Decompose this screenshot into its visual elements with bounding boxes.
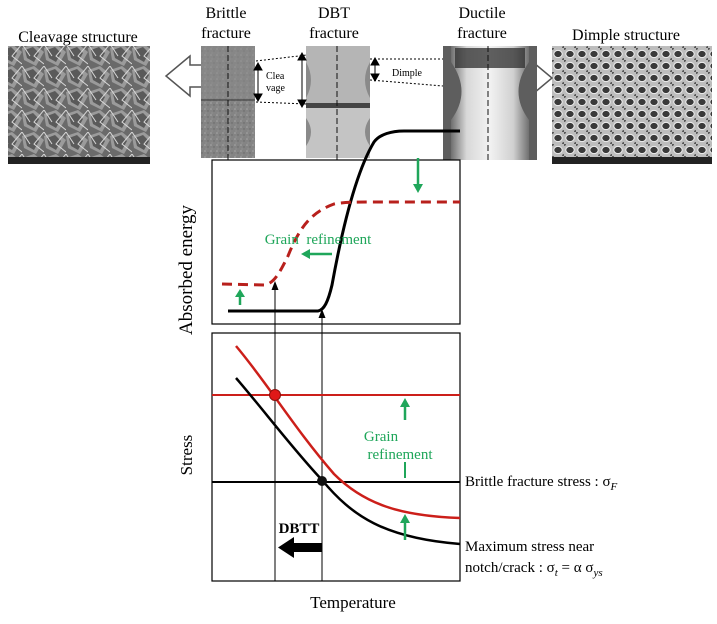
dimple-guide-bottom bbox=[369, 79, 444, 87]
dimple-structure-label: Dimple structure bbox=[572, 27, 680, 44]
max-stress-subscript-ys: ys bbox=[592, 567, 602, 579]
max-stress-equation: = α σ bbox=[558, 560, 594, 576]
fine-grain-energy-curve bbox=[221, 200, 460, 287]
energy-grain-refinement-label: Grain refinement bbox=[265, 232, 372, 248]
ductile-fracture-label-line2: fracture bbox=[457, 25, 507, 42]
dbtt-shift-arrow-icon bbox=[278, 537, 322, 558]
coarse-grain-dbtt-guide-arrowhead bbox=[318, 309, 326, 318]
cleavage-micrograph bbox=[8, 46, 150, 164]
dimple-micrograph-scalebar bbox=[552, 157, 712, 164]
dbt-dimension-arrow bbox=[297, 51, 307, 109]
dbt-specimen bbox=[306, 46, 370, 160]
brittle-fracture-stress-text: Brittle fracture stress : σ bbox=[465, 474, 611, 490]
energy-upper-shelf-down-arrow bbox=[413, 158, 423, 193]
stress-fracture-up-arrow bbox=[400, 398, 410, 420]
ductile-fracture-label-line1: Ductile bbox=[458, 5, 505, 22]
dbtt-label: DBTT bbox=[279, 521, 320, 537]
cleavage-structure-label: Cleavage structure bbox=[18, 29, 138, 46]
brittle-fracture-label-line2: fracture bbox=[201, 25, 251, 42]
dimple-tag: Dimple bbox=[392, 68, 423, 79]
dbt-fracture-label-line2: fracture bbox=[309, 25, 359, 42]
coarse-grain-energy-curve bbox=[228, 129, 460, 313]
fine-grain-dbtt-guide-arrowhead bbox=[271, 281, 279, 290]
max-stress-subscript-t: t bbox=[555, 567, 559, 579]
brittle-specimen bbox=[201, 46, 255, 160]
max-stress-label-line2: notch/crack : σt = α σys bbox=[465, 560, 603, 579]
fine-grain-intersection-point bbox=[269, 389, 281, 401]
dimple-dimension-arrow bbox=[370, 56, 380, 83]
cleavage-tag-line1: Clea bbox=[266, 71, 285, 82]
cleavage-tag-line2: vage bbox=[266, 83, 285, 94]
temperature-xlabel: Temperature bbox=[310, 593, 396, 612]
max-stress-label-line1: Maximum stress near bbox=[465, 539, 594, 555]
cleavage-guide-top bbox=[255, 54, 308, 62]
stress-panel-frame bbox=[211, 332, 461, 582]
ductile-specimen bbox=[443, 46, 537, 160]
cleavage-micrograph-scalebar bbox=[8, 157, 150, 164]
stress-grain-label-line2: refinement bbox=[368, 447, 434, 463]
coarse-grain-intersection-point bbox=[317, 476, 327, 486]
brittle-fracture-label-line1: Brittle bbox=[206, 5, 247, 22]
cleavage-guide-bottom bbox=[255, 101, 308, 105]
energy-lower-shelf-up-arrow bbox=[235, 289, 245, 305]
stress-max-up-arrow bbox=[400, 514, 410, 540]
dimple-micrograph bbox=[552, 46, 712, 164]
cleavage-dimension-arrow bbox=[253, 61, 263, 103]
energy-left-shift-arrow bbox=[301, 249, 332, 259]
brittle-fracture-stress-subscript: F bbox=[610, 481, 618, 493]
absorbed-energy-panel-frame bbox=[211, 159, 461, 325]
brittle-fracture-stress-label: Brittle fracture stress : σF bbox=[465, 474, 618, 493]
stress-ylabel: Stress bbox=[177, 435, 196, 476]
stress-grain-label-line1: Grain bbox=[364, 429, 399, 445]
fine-grain-max-stress-curve bbox=[235, 345, 461, 520]
max-stress-text: notch/crack : σ bbox=[465, 560, 555, 576]
absorbed-energy-ylabel: Absorbed energy bbox=[176, 205, 197, 335]
dbt-fracture-label-line1: DBT bbox=[318, 5, 350, 22]
